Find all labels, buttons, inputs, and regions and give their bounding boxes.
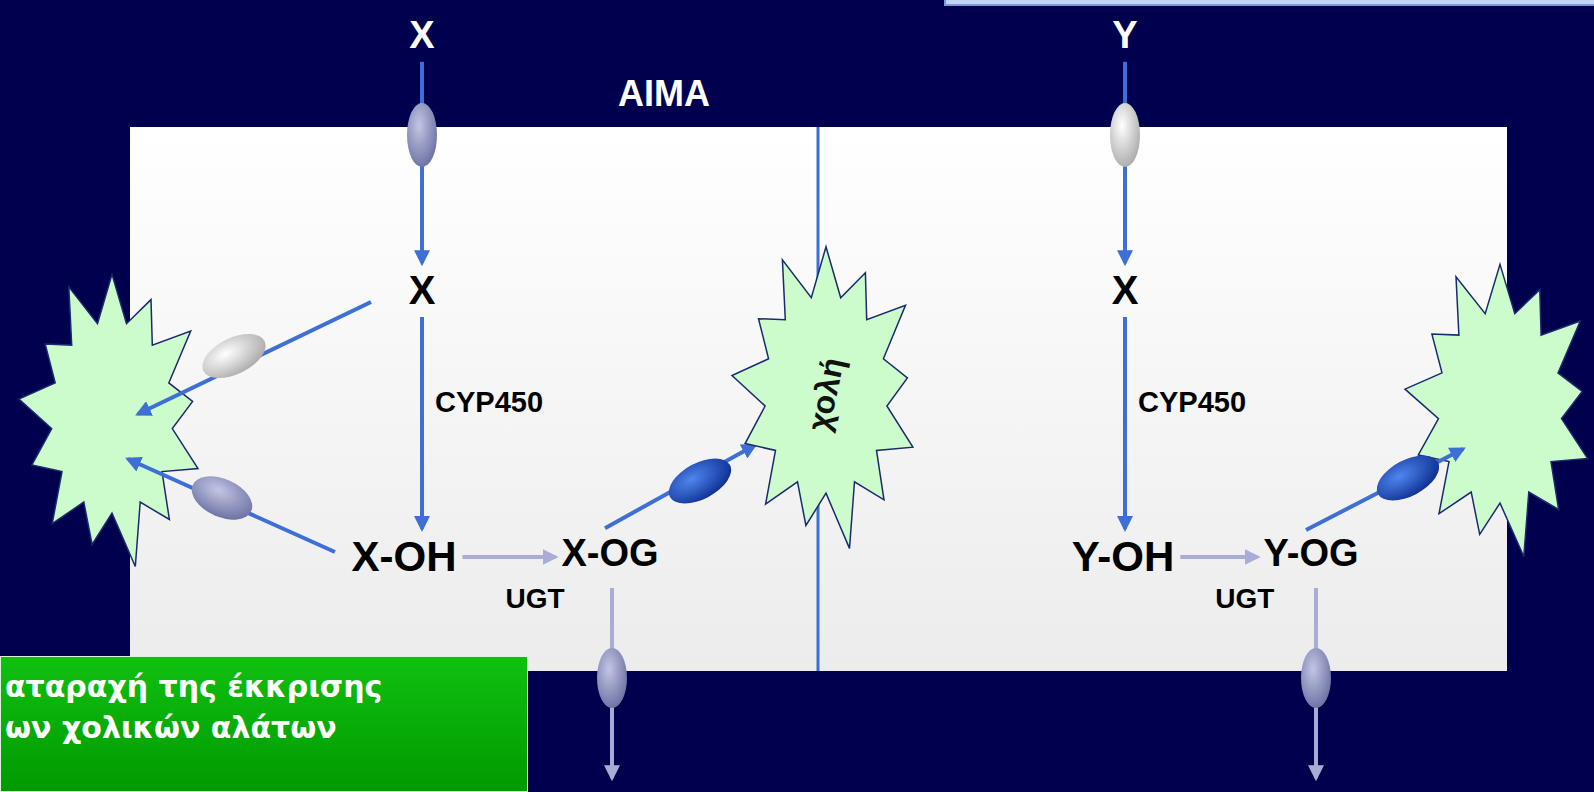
substance-label: X <box>407 265 438 315</box>
node-text: X <box>1112 267 1139 313</box>
reaction-arrow <box>1180 555 1257 559</box>
canalicular-transporter <box>196 325 273 387</box>
canalicular-transporter <box>662 449 739 513</box>
substance-label: X <box>407 12 436 60</box>
node-text: Y-OH <box>1072 533 1175 581</box>
note-text: αταραχή της έκκρισης ων χολικών αλάτων <box>5 667 387 748</box>
basolateral-transporter <box>1301 648 1331 708</box>
efflux-arrow <box>128 459 335 552</box>
metabolite-label: Y-OH <box>1070 531 1177 583</box>
uptake-transporter <box>1110 103 1140 167</box>
canaliculus-star <box>19 274 198 566</box>
enzyme-label: CYP450 <box>1138 386 1246 419</box>
enzyme-label: CYP450 <box>435 386 543 419</box>
reaction-arrow <box>463 555 556 559</box>
basolateral-transporter <box>597 648 627 708</box>
substance-label: Y <box>1110 12 1139 60</box>
note-box: αταραχή της έκκρισης ων χολικών αλάτων <box>0 656 528 792</box>
region-label: ΑΙΜΑ <box>618 73 710 115</box>
canaliculus-star <box>1405 264 1588 556</box>
node-text: Y-OG <box>1263 532 1358 576</box>
star-shape <box>732 247 913 549</box>
conjugate-label: X-OG <box>559 530 660 578</box>
reaction-arrow <box>605 445 755 528</box>
hepatocyte-panel <box>130 127 1507 671</box>
node-text: X-OH <box>352 533 457 581</box>
conjugate-label: Y-OG <box>1261 530 1360 578</box>
reaction-arrow <box>420 317 424 529</box>
efflux-arrow <box>138 302 371 414</box>
node-text: X <box>409 14 434 58</box>
bile-star: χολή <box>727 234 925 554</box>
enzyme-label: UGT <box>505 583 564 615</box>
node-text: Y <box>1112 14 1137 58</box>
enzyme-label: UGT <box>1215 583 1274 615</box>
node-text: X-OG <box>561 532 658 576</box>
node-text: X <box>409 267 436 313</box>
uptake-transporter <box>407 103 437 167</box>
substance-label: X <box>1110 265 1141 315</box>
reaction-arrow <box>1123 317 1127 529</box>
top-right-panel <box>945 0 1594 5</box>
metabolite-label: X-OH <box>350 531 459 583</box>
canalicular-transporter <box>1370 446 1447 510</box>
canalicular-transporter <box>185 468 259 529</box>
